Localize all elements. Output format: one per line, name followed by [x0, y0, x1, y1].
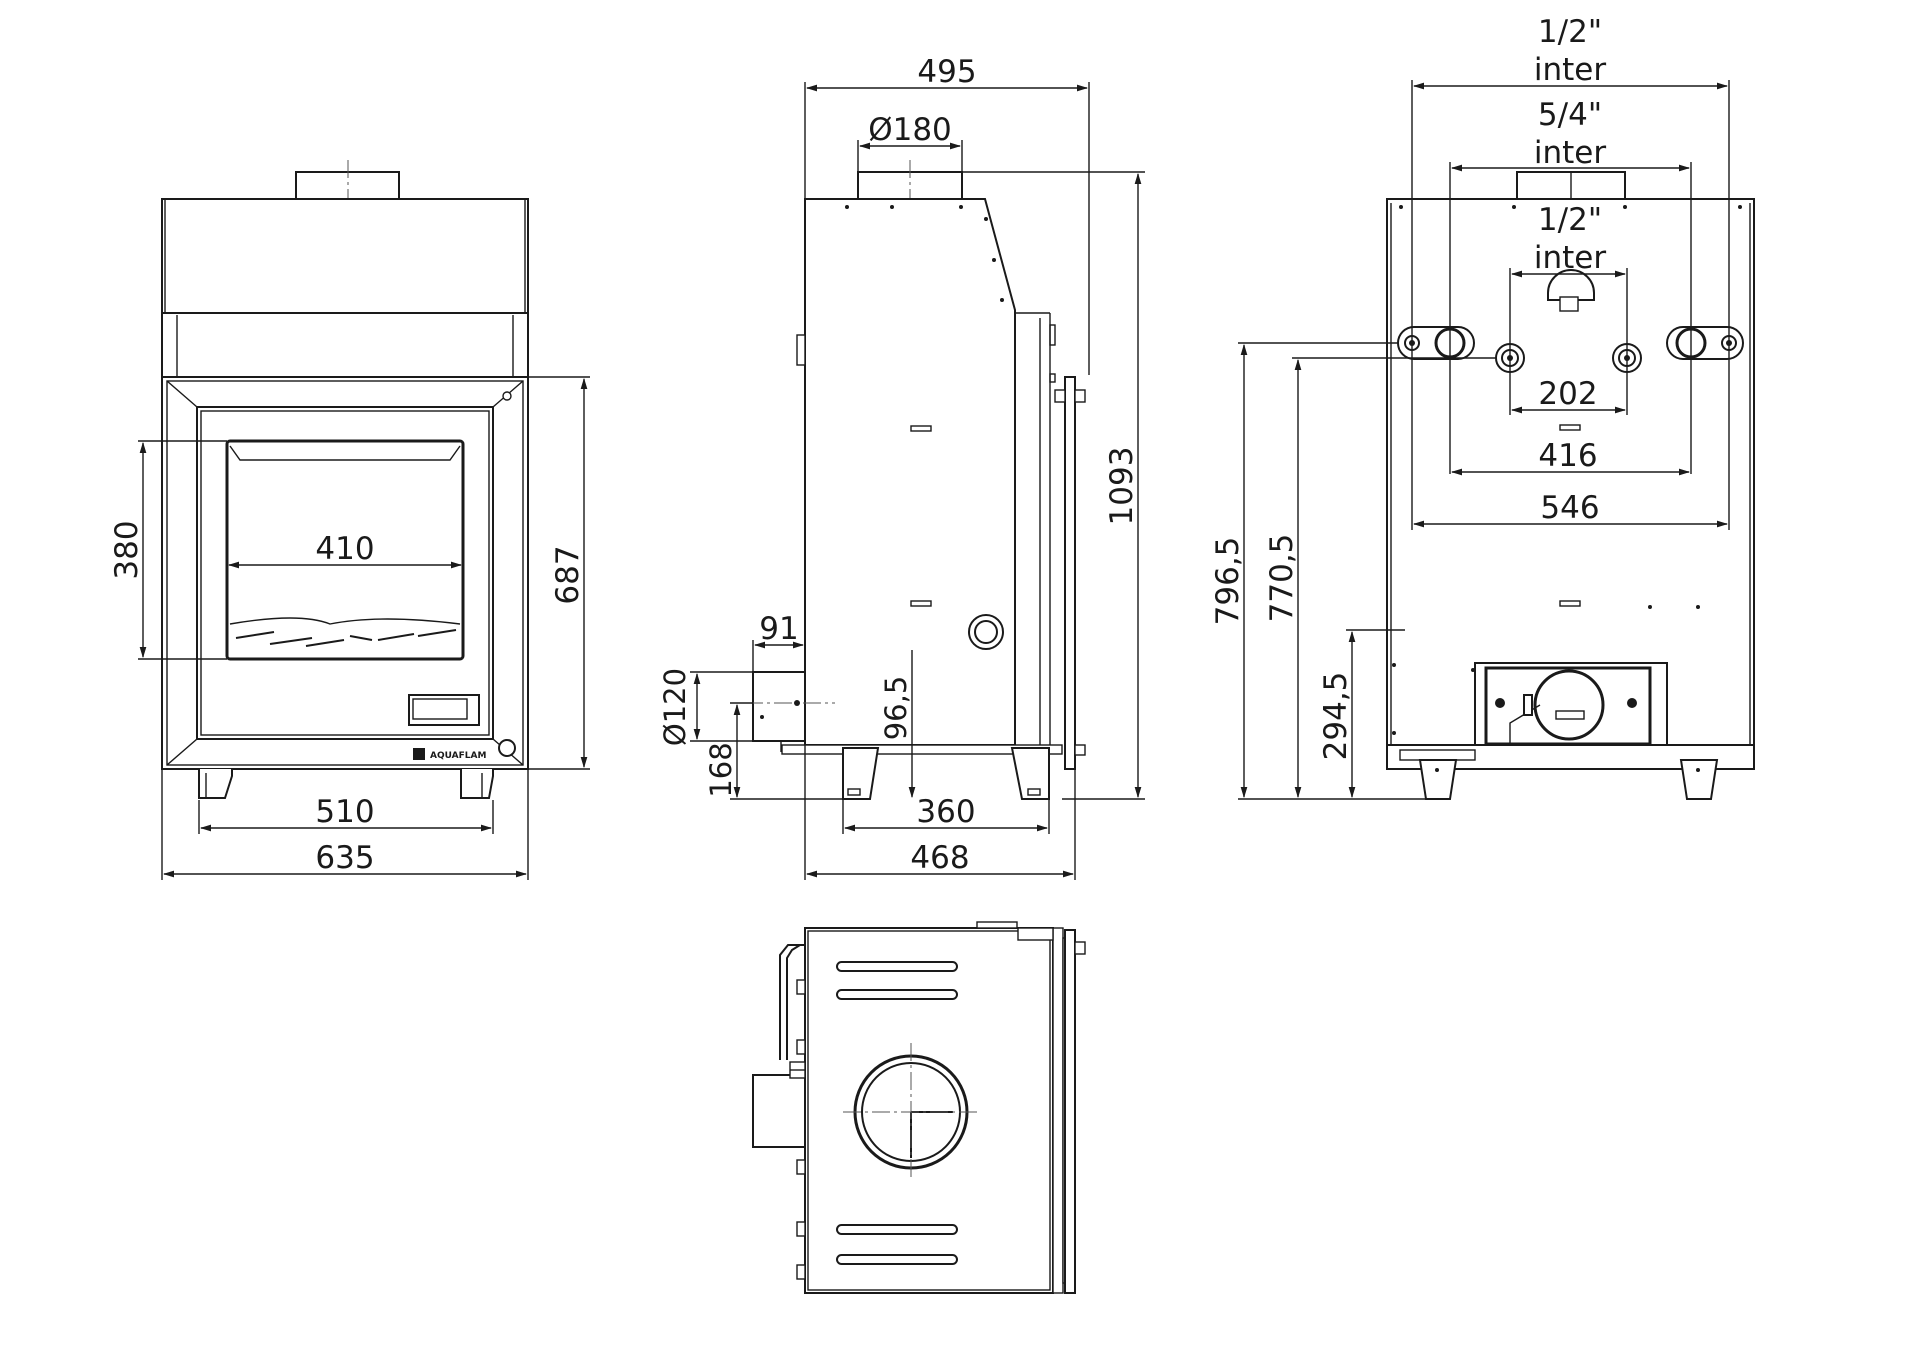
dim-rear-spacing-outer: 546 [1540, 490, 1599, 526]
brand-logo: AQUAFLAM [430, 751, 486, 761]
dim-front-total-width: 635 [315, 840, 374, 876]
dim-front-feet-width: 510 [315, 794, 374, 830]
side-view: 495 Ø180 1093 91 Ø120 168 96,5 360 [658, 54, 1145, 880]
dim-rear-height-bottom: 294,5 [1318, 672, 1354, 761]
rear-conn-top-type: inter [1534, 52, 1606, 88]
side-foot-front [1010, 747, 1050, 800]
front-foot-right [460, 769, 494, 799]
side-air-inlet [752, 671, 806, 742]
dim-rear-height-lower: 770,5 [1264, 534, 1300, 623]
dim-rear-spacing-mid: 416 [1538, 438, 1597, 474]
air-control-knob[interactable] [498, 739, 516, 757]
glass-window [225, 439, 465, 661]
dim-inlet-center-height: 96,5 [879, 676, 913, 741]
side-water-connection [968, 614, 1004, 650]
dim-flue-diameter: Ø180 [868, 112, 952, 148]
rear-view: 1/2" inter 5/4" inter 1/2" inter 202 416… [1210, 14, 1755, 800]
top-vent-slot-4 [836, 1254, 958, 1265]
side-body [804, 198, 1016, 746]
middle-band [161, 312, 529, 378]
front-view: AQUAFLAM 635 510 410 380 687 [109, 160, 590, 880]
rear-conn-mid-type: inter [1534, 135, 1606, 171]
front-foot-left [198, 769, 233, 799]
top-vent-slot-1 [836, 961, 958, 972]
dim-front-height: 687 [550, 545, 586, 604]
dim-side-depth-top: 495 [917, 54, 976, 90]
rear-foot-left [1418, 759, 1458, 800]
top-view [752, 921, 1086, 1294]
side-front-plate [1064, 376, 1076, 770]
rear-conn-mid-size: 5/4" [1538, 97, 1602, 133]
top-vent-slot-2 [836, 989, 958, 1000]
top-hood [161, 198, 529, 314]
dim-window-width: 410 [315, 531, 374, 567]
side-foot-rear [842, 747, 880, 800]
dim-air-inlet-offset: 91 [759, 611, 798, 647]
dim-rear-spacing-inner: 202 [1538, 376, 1597, 412]
rear-air-inlet [1533, 669, 1605, 741]
dim-rear-height-upper: 796,5 [1210, 537, 1246, 626]
rear-conn-top-size: 1/2" [1538, 14, 1602, 50]
top-vent-slot-3 [836, 1224, 958, 1235]
top-air-inlet [752, 1074, 806, 1148]
dim-side-total-height: 1093 [1104, 447, 1140, 526]
rear-conn-inner-type: inter [1534, 240, 1606, 276]
dim-window-height: 380 [109, 520, 145, 579]
rear-foot-right [1679, 759, 1719, 800]
dim-base-depth: 468 [910, 840, 969, 876]
dim-air-inlet-height: 168 [704, 742, 738, 797]
rear-conn-inner-size: 1/2" [1538, 202, 1602, 238]
dim-air-inlet-diameter: Ø120 [658, 668, 692, 746]
dim-feet-depth: 360 [916, 794, 975, 830]
brand-logo-mark [413, 748, 425, 760]
top-front-plate [1064, 929, 1076, 1294]
